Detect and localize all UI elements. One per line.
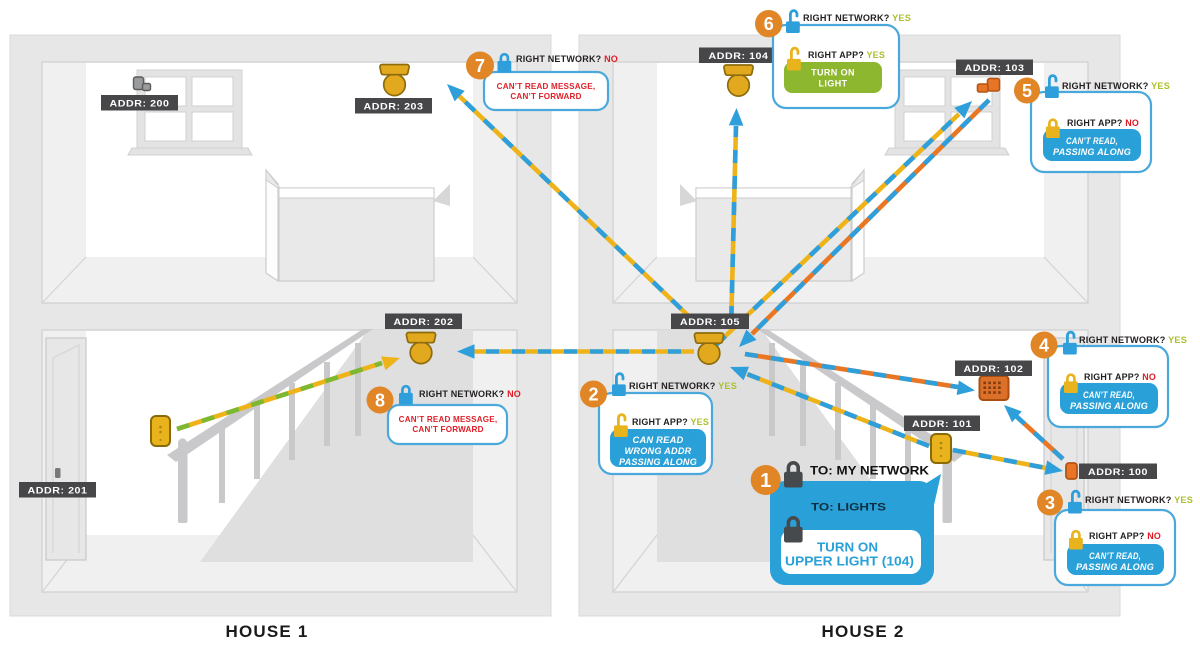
svg-text:RIGHT NETWORK? YES: RIGHT NETWORK? YES <box>803 13 911 23</box>
svg-text:CAN’T READ,: CAN’T READ, <box>1083 390 1135 400</box>
svg-text:ADDR: 202: ADDR: 202 <box>394 317 454 328</box>
svg-text:ADDR: 201: ADDR: 201 <box>28 486 88 497</box>
svg-text:ADDR: 200: ADDR: 200 <box>110 99 170 110</box>
svg-text:CAN’T READ,: CAN’T READ, <box>1089 551 1141 561</box>
svg-text:HOUSE 2: HOUSE 2 <box>821 622 904 641</box>
svg-text:CAN’T FORWARD: CAN’T FORWARD <box>412 425 483 434</box>
svg-text:RIGHT APP? NO: RIGHT APP? NO <box>1067 118 1139 128</box>
svg-text:5: 5 <box>1022 81 1032 101</box>
svg-text:1: 1 <box>760 470 771 492</box>
svg-text:CAN’T READ MESSAGE,: CAN’T READ MESSAGE, <box>497 82 596 91</box>
svg-text:ADDR: 101: ADDR: 101 <box>912 419 972 430</box>
svg-text:PASSING ALONG: PASSING ALONG <box>1076 562 1154 572</box>
svg-text:RIGHT NETWORK? NO: RIGHT NETWORK? NO <box>516 54 618 64</box>
svg-text:RIGHT APP? NO: RIGHT APP? NO <box>1084 372 1156 382</box>
svg-text:PASSING ALONG: PASSING ALONG <box>1070 401 1148 411</box>
svg-text:PASSING ALONG: PASSING ALONG <box>1053 147 1131 157</box>
svg-text:8: 8 <box>375 390 385 410</box>
svg-text:ADDR: 104: ADDR: 104 <box>709 51 769 62</box>
svg-text:ADDR: 103: ADDR: 103 <box>965 63 1025 74</box>
svg-text:ADDR: 105: ADDR: 105 <box>680 317 740 328</box>
svg-text:TURN ON: TURN ON <box>817 541 878 555</box>
svg-text:TO: LIGHTS: TO: LIGHTS <box>811 502 886 514</box>
svg-text:RIGHT NETWORK? YES: RIGHT NETWORK? YES <box>629 381 737 391</box>
svg-text:RIGHT NETWORK? NO: RIGHT NETWORK? NO <box>419 389 521 399</box>
svg-text:RIGHT NETWORK? YES: RIGHT NETWORK? YES <box>1062 81 1170 91</box>
svg-text:WRONG ADDR: WRONG ADDR <box>625 446 692 456</box>
svg-text:ADDR: 102: ADDR: 102 <box>964 364 1024 375</box>
svg-text:RIGHT APP? NO: RIGHT APP? NO <box>1089 531 1161 541</box>
svg-text:PASSING ALONG: PASSING ALONG <box>619 457 697 467</box>
svg-text:CAN’T READ,: CAN’T READ, <box>1066 136 1118 146</box>
svg-text:CAN’T READ MESSAGE,: CAN’T READ MESSAGE, <box>399 415 498 424</box>
svg-text:ADDR: 203: ADDR: 203 <box>364 102 424 113</box>
svg-text:RIGHT NETWORK? YES: RIGHT NETWORK? YES <box>1085 495 1193 505</box>
svg-text:CAN’T FORWARD: CAN’T FORWARD <box>510 92 581 101</box>
svg-text:RIGHT NETWORK? YES: RIGHT NETWORK? YES <box>1079 335 1187 345</box>
svg-text:TURN ON: TURN ON <box>811 68 855 78</box>
svg-text:ADDR: 100: ADDR: 100 <box>1088 467 1148 478</box>
svg-text:4: 4 <box>1039 335 1049 355</box>
svg-text:UPPER LIGHT (104): UPPER LIGHT (104) <box>785 555 914 569</box>
svg-text:TO: MY NETWORK: TO: MY NETWORK <box>810 466 930 478</box>
svg-text:HOUSE 1: HOUSE 1 <box>225 622 308 641</box>
svg-text:CAN READ: CAN READ <box>633 435 684 445</box>
svg-text:2: 2 <box>588 384 598 404</box>
svg-text:3: 3 <box>1045 493 1055 513</box>
svg-text:7: 7 <box>475 56 485 76</box>
svg-text:RIGHT APP? YES: RIGHT APP? YES <box>808 50 885 60</box>
svg-text:6: 6 <box>764 14 774 34</box>
svg-text:LIGHT: LIGHT <box>819 79 848 89</box>
svg-text:RIGHT APP? YES: RIGHT APP? YES <box>632 417 709 427</box>
